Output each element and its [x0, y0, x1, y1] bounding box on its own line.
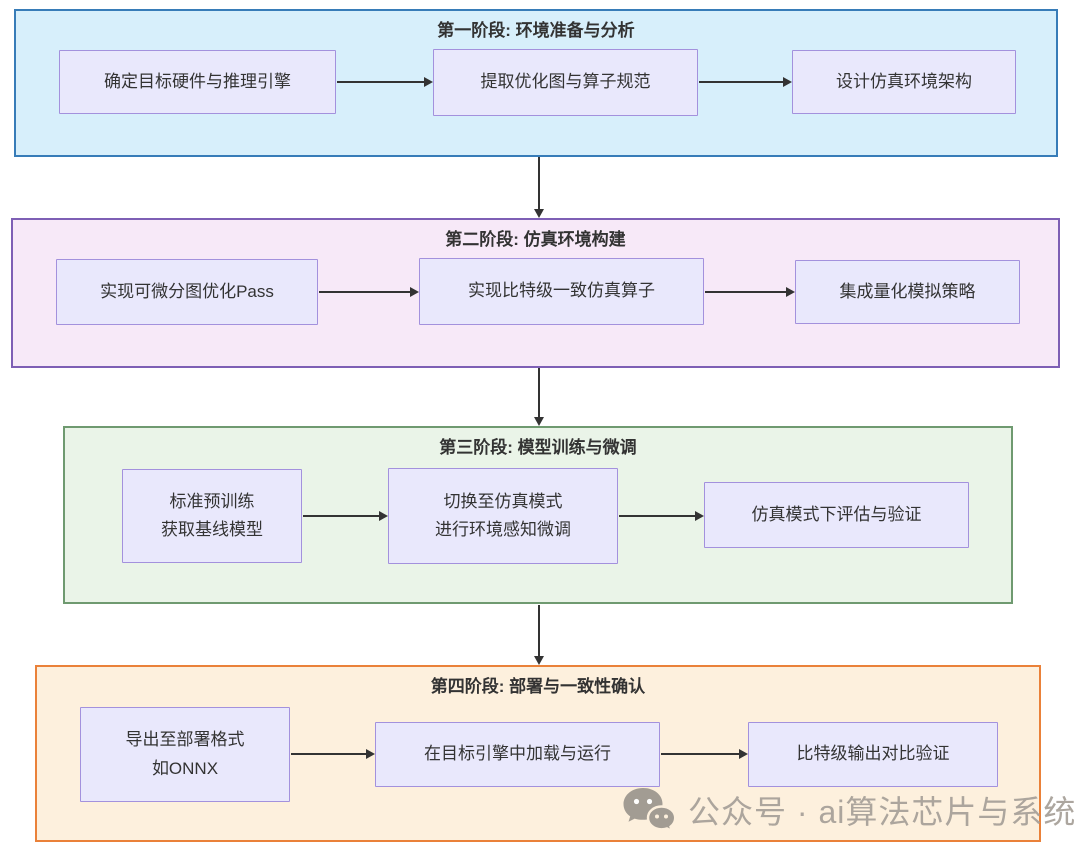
arrow-p2n1-to-p2n2: [319, 287, 419, 297]
arrow-p4n1-to-p4n2: [291, 749, 375, 759]
phase-4-node-2: 在目标引擎中加载与运行: [375, 722, 660, 787]
phase-2-node-2: 实现比特级一致仿真算子: [419, 258, 704, 325]
phase-1-node-2: 提取优化图与算子规范: [433, 49, 698, 116]
phase-2-node-1: 实现可微分图优化Pass: [56, 259, 318, 325]
phase-4-node-3: 比特级输出对比验证: [748, 722, 998, 787]
arrow-p1n2-to-p1n3: [699, 77, 792, 87]
phase-2-title: 第二阶段: 仿真环境构建: [445, 230, 626, 249]
arrow-p3n1-to-p3n2: [303, 511, 388, 521]
phase-1-title: 第一阶段: 环境准备与分析: [437, 21, 635, 40]
arrow-p1n1-to-p1n2: [337, 77, 433, 87]
phase-4-title: 第四阶段: 部署与一致性确认: [430, 677, 646, 696]
phase-1-node-3: 设计仿真环境架构: [792, 50, 1016, 114]
phase-4-node-1: 导出至部署格式 如ONNX: [80, 707, 290, 802]
arrow-phase2-to-phase3: [534, 368, 544, 426]
arrow-p2n2-to-p2n3: [705, 287, 795, 297]
arrow-p3n2-to-p3n3: [619, 511, 704, 521]
phase-2-node-3: 集成量化模拟策略: [795, 260, 1020, 324]
phase-3-node-1: 标准预训练 获取基线模型: [122, 469, 302, 563]
phase-1-node-1: 确定目标硬件与推理引擎: [59, 50, 336, 114]
phase-3-node-2: 切换至仿真模式 进行环境感知微调: [388, 468, 618, 564]
arrow-p4n2-to-p4n3: [661, 749, 748, 759]
arrow-phase1-to-phase2: [534, 157, 544, 218]
arrow-phase3-to-phase4: [534, 605, 544, 665]
phase-3-node-3: 仿真模式下评估与验证: [704, 482, 969, 548]
phase-3-title: 第三阶段: 模型训练与微调: [439, 438, 637, 457]
